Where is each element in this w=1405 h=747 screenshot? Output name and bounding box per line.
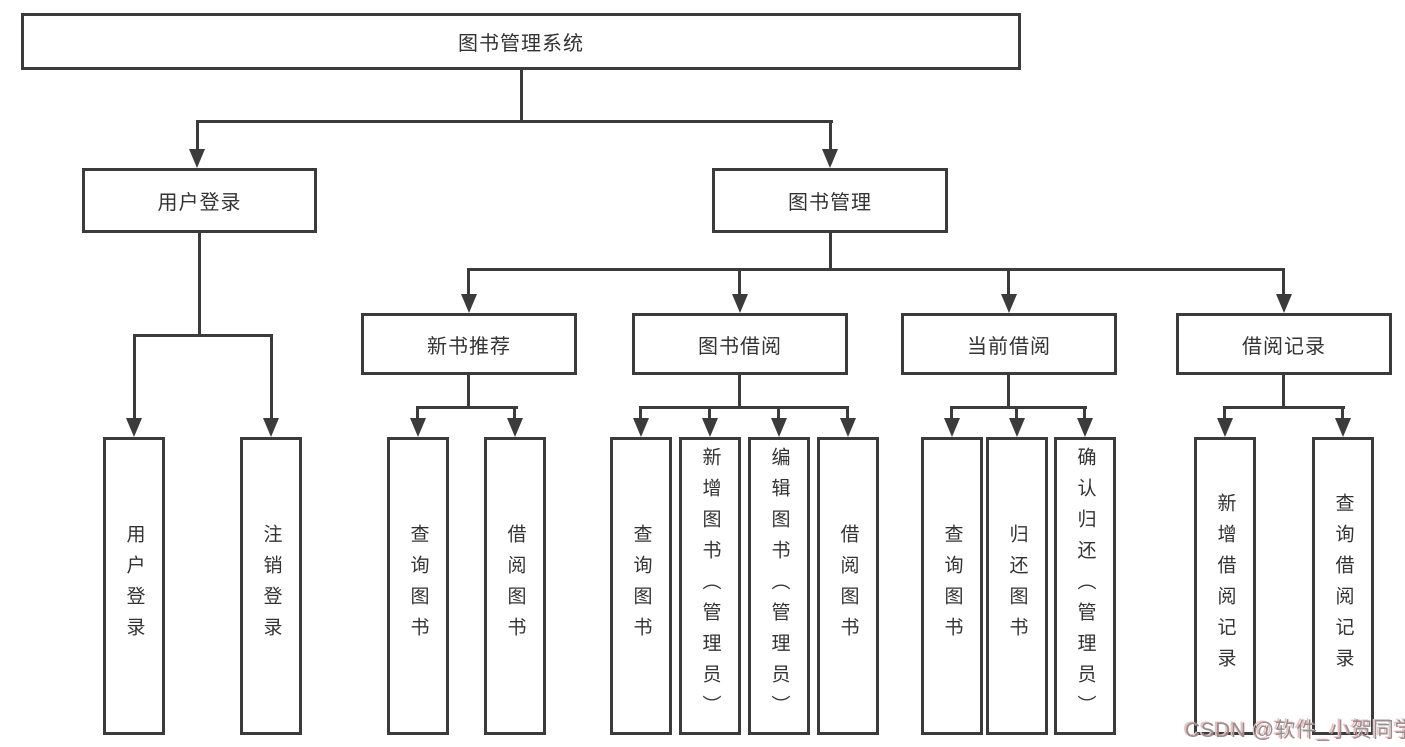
node-book-borrow: 图书借阅 <box>632 313 848 375</box>
connector-drop-borrow-records <box>1282 268 1285 295</box>
leaf-user-login: 用户登录 <box>103 437 165 735</box>
connector-bb-drop-1 <box>639 406 642 420</box>
connector-nbr-hline <box>417 406 518 409</box>
node-new-book-recommend-label: 新书推荐 <box>427 335 511 358</box>
arrowhead-cb-confirm <box>1077 418 1093 437</box>
node-new-book-recommend: 新书推荐 <box>361 313 577 375</box>
connector-bb-trunk <box>738 375 741 408</box>
leaf-br-query-record-label: 查询借阅记录 <box>1332 493 1354 679</box>
connector-bb-drop-4 <box>846 406 849 420</box>
connector-nbr-trunk <box>467 375 470 408</box>
connector-cb-drop-1 <box>950 406 953 420</box>
arrowhead-user-login <box>189 149 205 168</box>
connector-book-management-trunk <box>829 233 832 270</box>
connector-root-drop-right <box>829 120 832 152</box>
arrowhead-logout-leaf <box>263 418 279 437</box>
arrowhead-br-query <box>1335 418 1351 437</box>
connector-br-hline <box>1224 406 1345 409</box>
connector-user-login-hline <box>133 334 273 337</box>
arrowhead-book-borrow <box>732 294 748 313</box>
leaf-bb-borrow-books: 借阅图书 <box>817 437 879 735</box>
node-root-label: 图书管理系统 <box>458 33 584 55</box>
leaf-br-add-record: 新增借阅记录 <box>1194 437 1256 735</box>
arrowhead-nbr-borrow <box>507 418 523 437</box>
connector-drop-current-borrow <box>1007 268 1010 295</box>
connector-nbr-drop-1 <box>416 406 419 420</box>
leaf-bb-borrow-books-label: 借阅图书 <box>837 524 859 648</box>
arrowhead-br-add <box>1217 418 1233 437</box>
arrowhead-nbr-query <box>410 418 426 437</box>
leaf-cb-confirm-return-admin-label: 确认归还（管理员） <box>1074 446 1096 726</box>
arrowhead-book-management <box>822 149 838 168</box>
connector-user-login-drop-right <box>270 334 273 419</box>
connector-bb-hline <box>640 406 849 409</box>
arrowhead-cb-return <box>1009 418 1025 437</box>
connector-user-login-trunk <box>198 233 201 335</box>
connector-br-trunk <box>1282 375 1285 408</box>
arrowhead-bb-query <box>633 418 649 437</box>
node-user-login: 用户登录 <box>82 168 317 233</box>
connector-user-login-drop-left <box>133 334 136 419</box>
connector-root-trunk <box>520 70 523 122</box>
arrowhead-bb-add <box>702 418 718 437</box>
connector-root-drop-left <box>196 120 199 152</box>
leaf-bb-add-books-admin: 新增图书（管理员） <box>679 437 741 735</box>
connector-cb-drop-2 <box>1015 406 1018 420</box>
leaf-logout: 注销登录 <box>240 437 302 735</box>
leaf-bb-edit-books-admin-label: 编辑图书（管理员） <box>768 446 790 726</box>
leaf-cb-query-books: 查询图书 <box>921 437 983 735</box>
leaf-cb-return-books-label: 归还图书 <box>1006 524 1028 648</box>
leaf-bb-add-books-admin-label: 新增图书（管理员） <box>699 446 721 726</box>
leaf-br-query-record: 查询借阅记录 <box>1312 437 1374 735</box>
arrowhead-bb-borrow <box>840 418 856 437</box>
node-current-borrow-label: 当前借阅 <box>967 335 1051 358</box>
connector-book-management-hline <box>467 268 1285 271</box>
leaf-user-login-label: 用户登录 <box>123 524 145 648</box>
leaf-nbr-query-books: 查询图书 <box>387 437 449 735</box>
node-book-management: 图书管理 <box>712 168 948 233</box>
connector-nbr-drop-2 <box>513 406 516 420</box>
connector-drop-new-book <box>467 268 470 295</box>
node-borrow-records: 借阅记录 <box>1176 313 1392 375</box>
arrowhead-current-borrow <box>1001 294 1017 313</box>
connector-drop-book-borrow <box>738 268 741 295</box>
node-user-login-label: 用户登录 <box>157 192 242 214</box>
connector-cb-drop-3 <box>1083 406 1086 420</box>
node-book-borrow-label: 图书借阅 <box>698 335 782 358</box>
leaf-bb-query-books: 查询图书 <box>610 437 672 735</box>
connector-bb-drop-3 <box>777 406 780 420</box>
leaf-logout-label: 注销登录 <box>260 524 282 648</box>
leaf-cb-query-books-label: 查询图书 <box>941 524 963 648</box>
arrowhead-bb-edit <box>771 418 787 437</box>
arrowhead-login-leaf <box>126 418 142 437</box>
csdn-watermark: CSDN @软件_小贺同学 <box>1185 719 1405 742</box>
leaf-nbr-query-books-label: 查询图书 <box>407 524 429 648</box>
leaf-cb-confirm-return-admin: 确认归还（管理员） <box>1054 437 1116 735</box>
leaf-nbr-borrow-books-label: 借阅图书 <box>504 524 526 648</box>
connector-root-hline <box>196 120 833 123</box>
connector-cb-hline <box>951 406 1087 409</box>
leaf-cb-return-books: 归还图书 <box>986 437 1048 735</box>
leaf-bb-query-books-label: 查询图书 <box>630 524 652 648</box>
node-root: 图书管理系统 <box>21 13 1021 70</box>
connector-br-drop-2 <box>1341 406 1344 420</box>
connector-br-drop-1 <box>1223 406 1226 420</box>
arrowhead-borrow-records <box>1276 294 1292 313</box>
arrowhead-cb-query <box>944 418 960 437</box>
connector-bb-drop-2 <box>708 406 711 420</box>
node-borrow-records-label: 借阅记录 <box>1242 335 1326 358</box>
leaf-br-add-record-label: 新增借阅记录 <box>1214 493 1236 679</box>
leaf-bb-edit-books-admin: 编辑图书（管理员） <box>748 437 810 735</box>
node-book-management-label: 图书管理 <box>788 192 872 214</box>
leaf-nbr-borrow-books: 借阅图书 <box>484 437 546 735</box>
arrowhead-new-book <box>461 294 477 313</box>
node-current-borrow: 当前借阅 <box>901 313 1117 375</box>
connector-cb-trunk <box>1007 375 1010 408</box>
